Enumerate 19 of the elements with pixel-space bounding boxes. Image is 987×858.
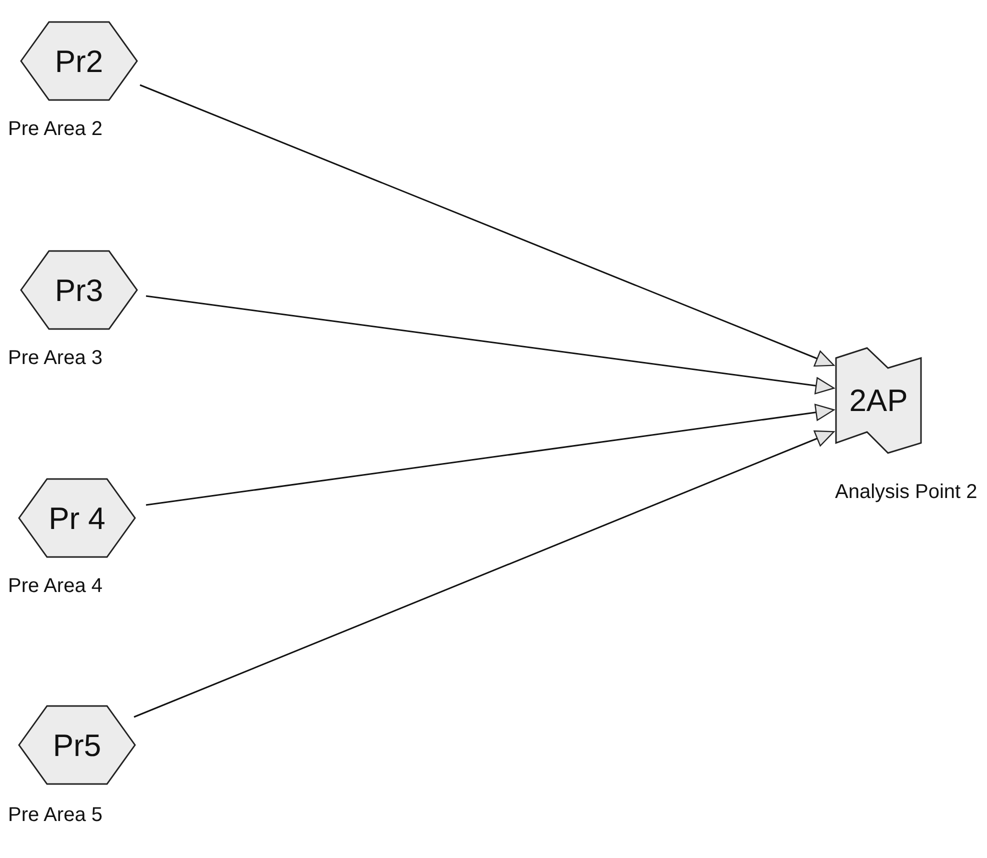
hexagon-node xyxy=(20,250,138,330)
hexagon-node xyxy=(18,478,136,558)
arrow xyxy=(146,404,835,506)
node-caption: Pre Area 4 xyxy=(8,574,103,599)
node-caption: Pre Area 2 xyxy=(8,117,103,142)
arrow xyxy=(140,84,835,367)
arrow xyxy=(134,430,835,718)
node-caption: Analysis Point 2 xyxy=(835,480,978,505)
node-caption: Pre Area 5 xyxy=(8,803,103,828)
hexagon-node xyxy=(20,21,138,101)
hexagon-node xyxy=(18,705,136,785)
node-caption: Pre Area 3 xyxy=(8,346,103,371)
node-label: Pr 4 xyxy=(48,502,106,534)
notched-node xyxy=(835,347,922,454)
arrow xyxy=(146,295,835,394)
node-label: 2AP xyxy=(849,385,908,416)
node-label: Pr5 xyxy=(52,730,102,760)
node-label: Pr2 xyxy=(54,46,104,76)
node-label: Pr3 xyxy=(54,274,104,306)
